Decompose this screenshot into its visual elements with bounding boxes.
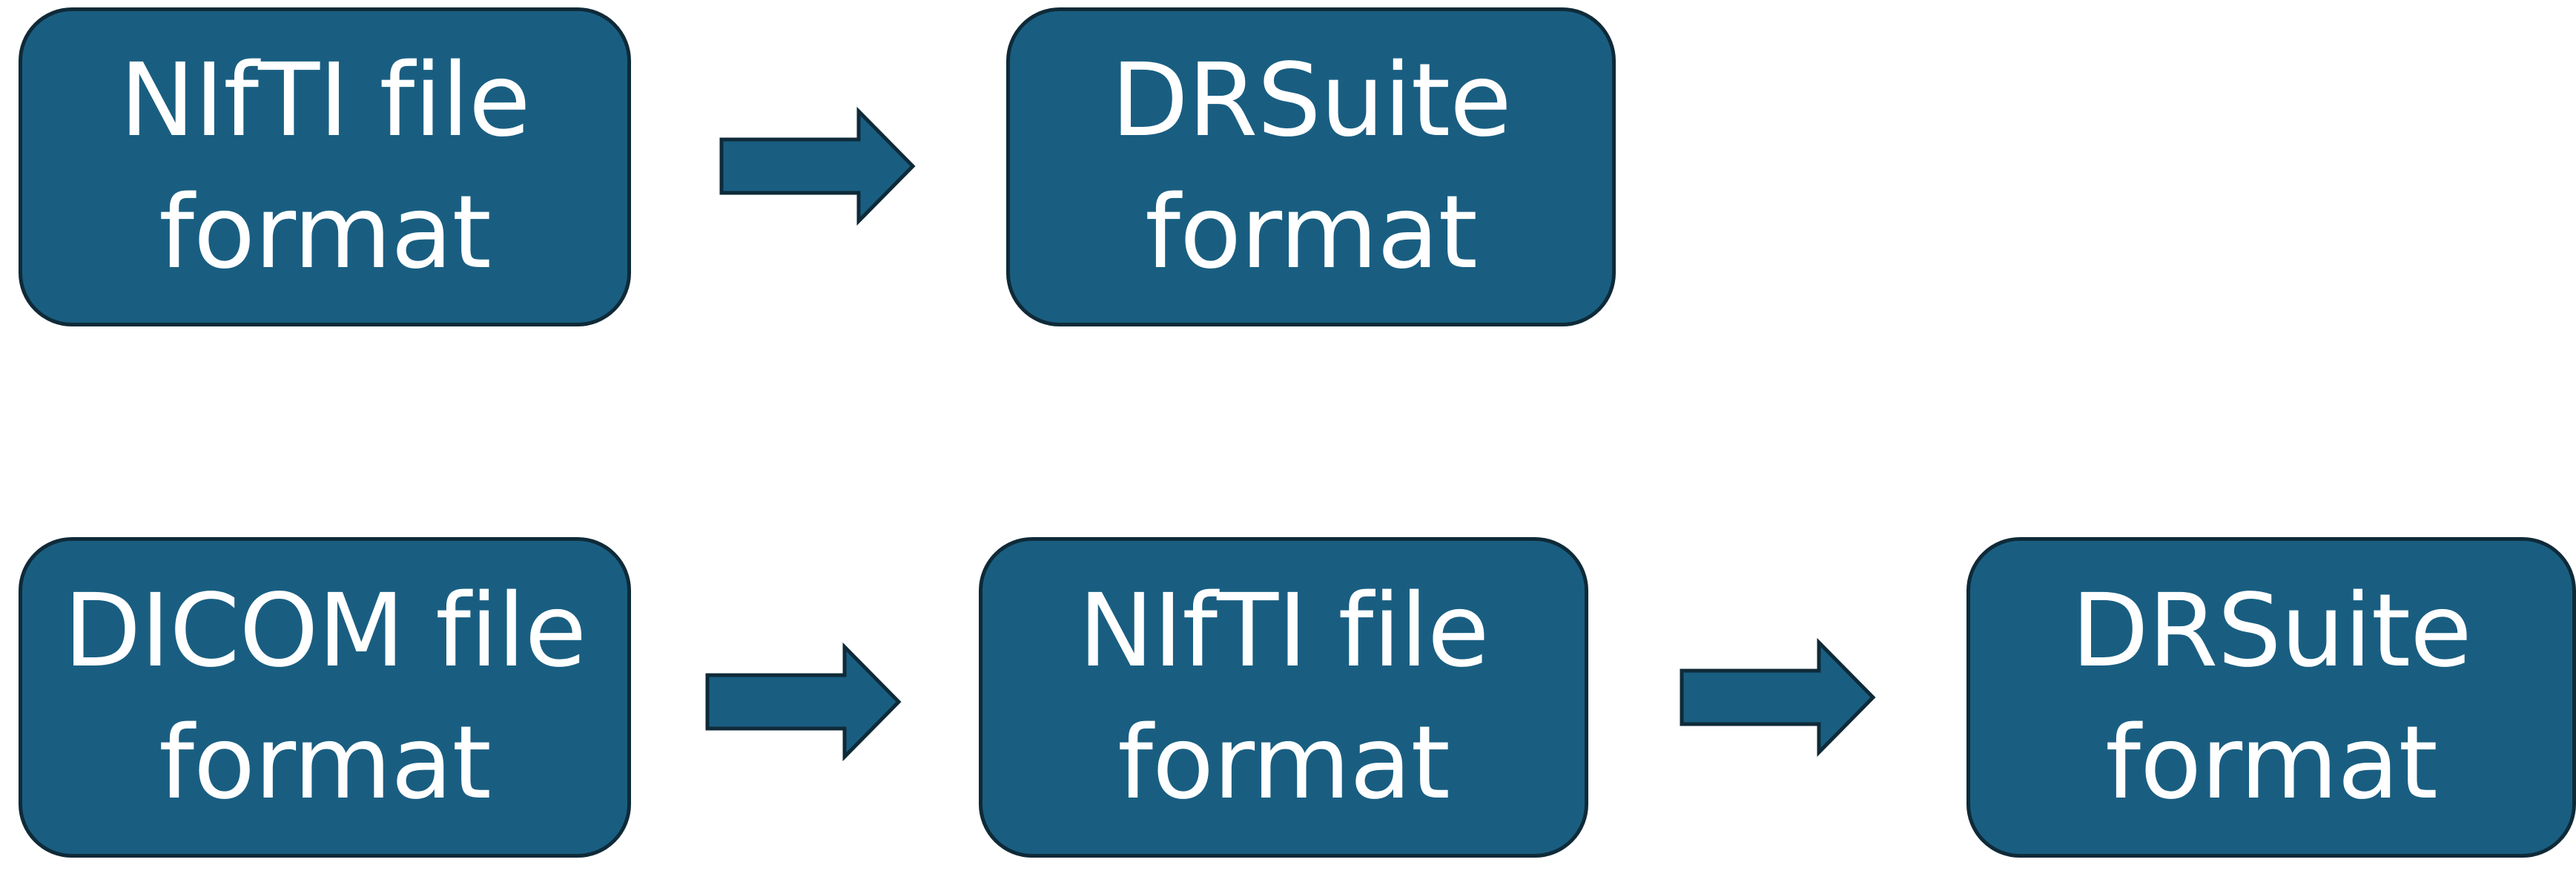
box-label-line2: format — [159, 705, 492, 822]
box-label-line2: format — [2105, 705, 2438, 822]
box-label-line2: format — [1145, 174, 1478, 292]
dicom-box-row2: DICOM file format — [19, 537, 631, 858]
drsuite-box-row2: DRSuite format — [1966, 537, 2576, 858]
arrow-icon — [1680, 637, 1876, 757]
box-label: DRSuite format — [2071, 565, 2472, 829]
box-label-line1: DICOM file — [63, 573, 587, 690]
box-label-line2: format — [159, 174, 492, 292]
box-label: DICOM file format — [64, 565, 587, 829]
box-label-line1: DRSuite — [1111, 42, 1512, 160]
arrow-icon — [719, 106, 916, 226]
box-label-line1: NIfTI file — [1078, 573, 1489, 690]
box-label: NIfTI file format — [119, 35, 530, 299]
nifti-box-row1: NIfTI file format — [19, 7, 631, 326]
drsuite-box-row1: DRSuite format — [1006, 7, 1616, 326]
nifti-box-row2: NIfTI file format — [979, 537, 1588, 858]
box-label: DRSuite format — [1111, 35, 1512, 299]
box-label-line2: format — [1117, 705, 1450, 822]
arrow-icon — [705, 642, 902, 762]
box-label-line1: DRSuite — [2071, 573, 2472, 690]
box-label-line1: NIfTI file — [119, 42, 530, 160]
box-label: NIfTI file format — [1078, 565, 1489, 829]
